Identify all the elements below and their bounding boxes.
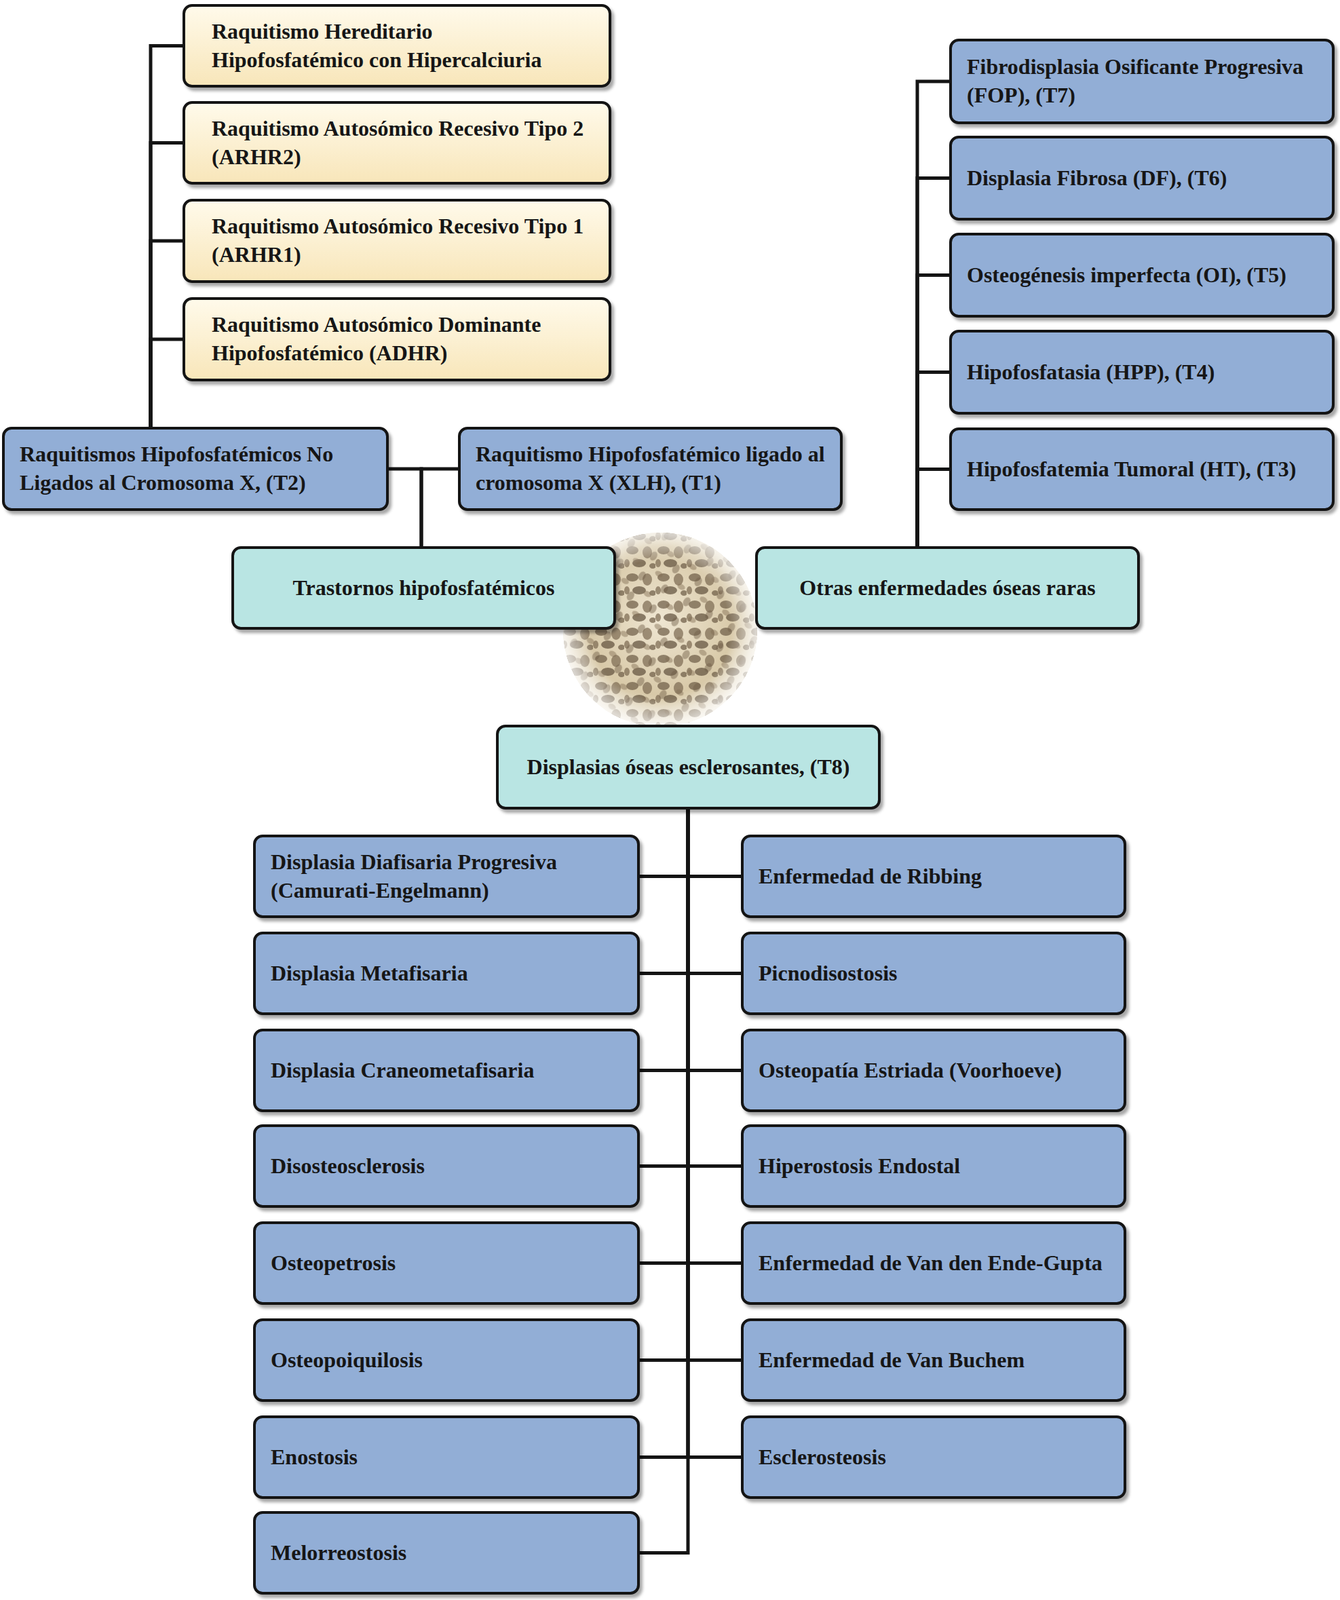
box-label: Enfermedad de Ribbing [758, 862, 982, 891]
box-label: Raquitismo Hereditario Hipofosfatémico c… [211, 17, 551, 74]
box-label: Enostosis [270, 1443, 358, 1472]
box-label: Osteopatía Estriada (Voorhoeve) [758, 1056, 1062, 1085]
connector-line [639, 809, 688, 1071]
box-label: Raquitismo Hipofosfatémico ligado al cro… [475, 440, 832, 497]
box-label: Enfermedad de Van Buchem [758, 1346, 1025, 1375]
box-label: Osteopoiquilosis [270, 1346, 423, 1375]
box-label: Osteopetrosis [270, 1249, 396, 1278]
connector-line [687, 809, 741, 877]
connector-line [388, 468, 422, 547]
disease-box: Displasia Metafisaria [253, 931, 640, 1016]
disease-box: Melorreostosis [253, 1510, 640, 1595]
disease-box: Hipofosfatasia (HPP), (T4) [949, 329, 1335, 415]
connector-line [687, 809, 741, 1167]
category-box: Trastornos hipofosfatémicos [231, 546, 617, 630]
connector-line [917, 178, 950, 547]
box-label: Fibrodisplasia Osificante Progresiva (FO… [966, 52, 1324, 110]
box-label: Hipofosfatemia Tumoral (HT), (T3) [966, 455, 1296, 484]
box-label: Osteogénesis imperfecta (OI), (T5) [966, 261, 1287, 290]
connector-line [639, 809, 688, 974]
box-label: Otras enfermedades óseas raras [799, 573, 1096, 603]
box-label: Raquitismo Autosómico Dominante Hipofosf… [211, 310, 601, 368]
disease-box: Osteopoiquilosis [253, 1318, 640, 1402]
disease-box: Disosteosclerosis [253, 1124, 640, 1208]
connector-line [917, 469, 950, 547]
disease-box: Hiperostosis Endostal [740, 1124, 1127, 1208]
category-box: Otras enfermedades óseas raras [755, 546, 1140, 630]
disease-box: Enfermedad de Van den Ende-Gupta [740, 1221, 1127, 1305]
connector-line [150, 240, 183, 427]
connector-line [150, 143, 183, 428]
subtype-box: Raquitismo Autosómico Dominante Hipofosf… [182, 297, 612, 382]
connector-line [687, 809, 741, 974]
box-label: Raquitismo Autosómico Recesivo Tipo 1 (A… [211, 212, 601, 269]
box-label: Melorreostosis [270, 1538, 407, 1568]
connector-line [639, 809, 688, 1458]
disease-box: Enostosis [253, 1415, 640, 1499]
disease-box: Raquitismos Hipofosfatémicos No Ligados … [2, 426, 389, 511]
box-label: Displasia Fibrosa (DF), (T6) [966, 164, 1227, 193]
connector-line [917, 275, 950, 547]
box-label: Enfermedad de Van den Ende-Gupta [758, 1249, 1103, 1278]
disease-box: Enfermedad de Van Buchem [740, 1318, 1127, 1402]
subtype-box: Raquitismo Hereditario Hipofosfatémico c… [182, 4, 612, 88]
box-label: Raquitismo Autosómico Recesivo Tipo 2 (A… [211, 114, 601, 171]
connector-line [639, 809, 688, 1361]
box-label: Esclerosteosis [758, 1443, 887, 1472]
disease-box: Raquitismo Hipofosfatémico ligado al cro… [457, 426, 843, 511]
box-label: Hipofosfatasia (HPP), (T4) [966, 358, 1215, 387]
connector-line [687, 809, 741, 1361]
box-label: Trastornos hipofosfatémicos [292, 573, 555, 603]
disease-box: Enfermedad de Ribbing [740, 834, 1127, 918]
category-box: Displasias óseas esclerosantes, (T8) [495, 724, 881, 810]
connector-line [150, 339, 183, 427]
disease-box: Osteopatía Estriada (Voorhoeve) [740, 1028, 1127, 1113]
connector-line [421, 468, 458, 547]
box-label: Displasia Craneometafisaria [270, 1056, 534, 1085]
connector-line [639, 809, 688, 877]
box-label: Raquitismos Hipofosfatémicos No Ligados … [19, 440, 378, 497]
connector-line [639, 809, 688, 1264]
connector-line [917, 372, 950, 547]
connector-line [687, 809, 741, 1458]
subtype-box: Raquitismo Autosómico Recesivo Tipo 2 (A… [182, 101, 612, 185]
disease-box: Displasia Fibrosa (DF), (T6) [949, 135, 1335, 221]
box-label: Disosteosclerosis [270, 1152, 425, 1181]
connector-line [150, 46, 183, 428]
disease-box: Hipofosfatemia Tumoral (HT), (T3) [949, 427, 1335, 511]
connector-line [639, 809, 688, 1554]
disease-box: Osteogénesis imperfecta (OI), (T5) [949, 232, 1335, 318]
disease-box: Esclerosteosis [740, 1415, 1127, 1499]
connector-line [687, 809, 741, 1071]
connector-line [917, 81, 950, 547]
disease-box: Displasia Craneometafisaria [253, 1028, 640, 1113]
connector-line [639, 809, 688, 1167]
box-label: Displasia Metafisaria [270, 959, 469, 988]
disease-box: Osteopetrosis [253, 1221, 640, 1305]
box-label: Picnodisostosis [758, 959, 897, 988]
box-label: Hiperostosis Endostal [758, 1152, 961, 1181]
subtype-box: Raquitismo Autosómico Recesivo Tipo 1 (A… [182, 198, 612, 283]
disease-box: Fibrodisplasia Osificante Progresiva (FO… [949, 38, 1335, 125]
connector-line [687, 809, 741, 1264]
disease-box: Displasia Diafisaria Progresiva (Camurat… [253, 834, 640, 918]
box-label: Displasia Diafisaria Progresiva (Camurat… [270, 848, 629, 905]
box-label: Displasias óseas esclerosantes, (T8) [527, 753, 851, 782]
disease-box: Picnodisostosis [740, 931, 1127, 1016]
